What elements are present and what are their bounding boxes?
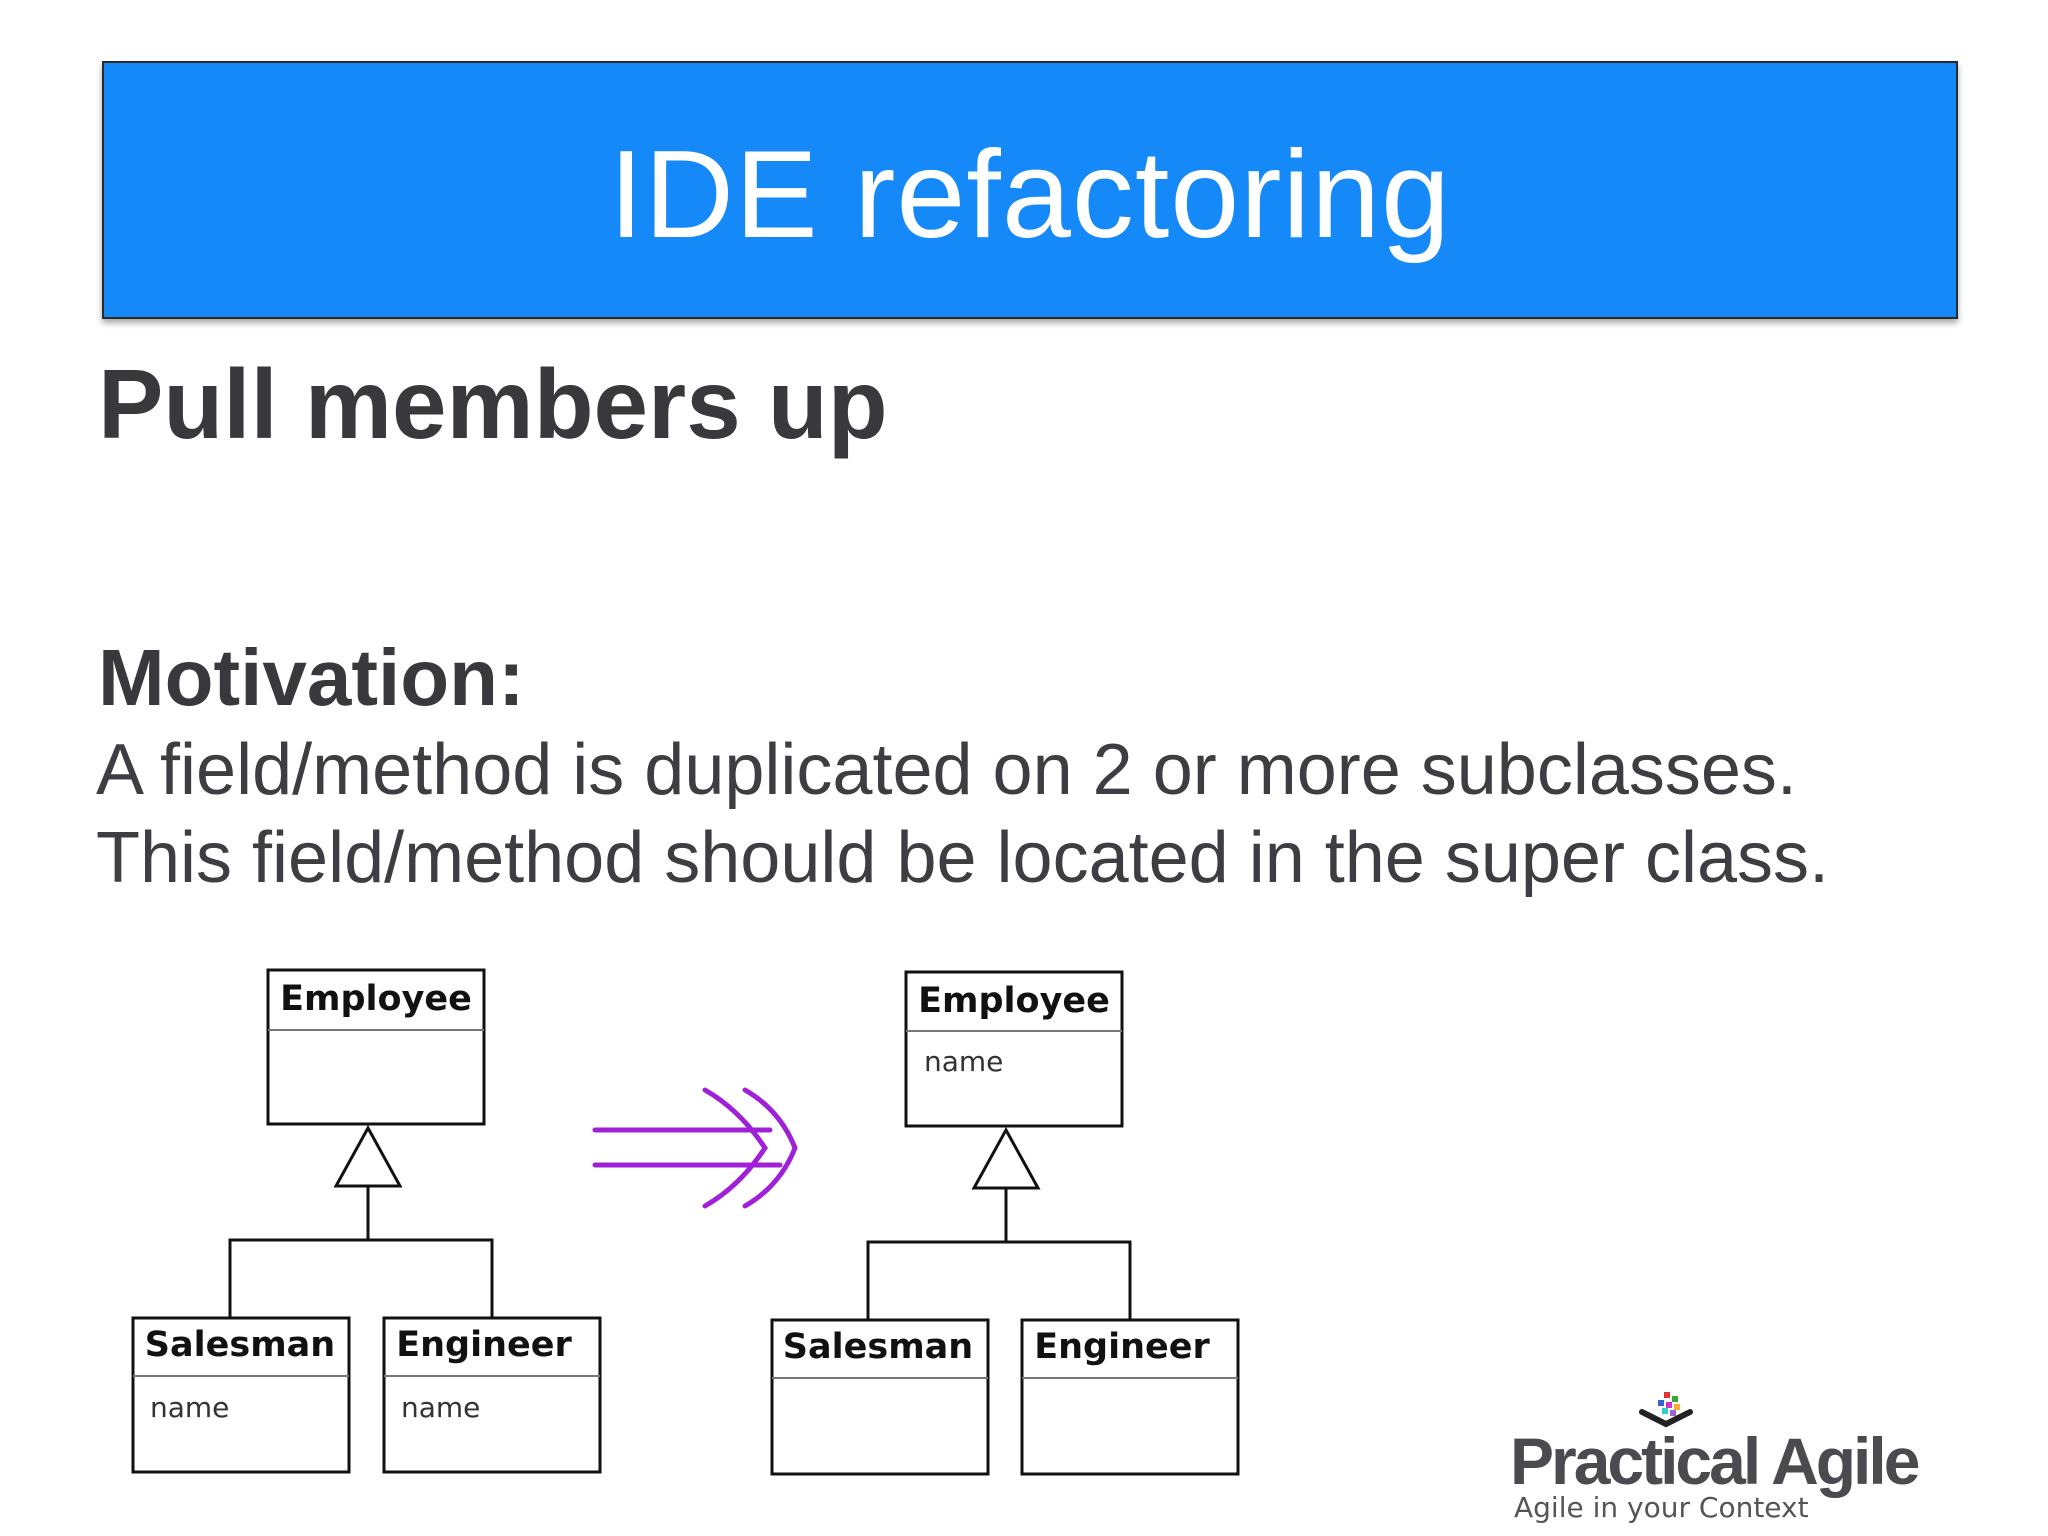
practical-agile-logo: Practical Agile Agile in your Context: [1510, 1390, 1930, 1530]
after-subclass-engineer: Engineer: [1020, 1318, 1240, 1476]
before-engineer-name: Engineer: [396, 1325, 572, 1365]
before-engineer-attribute: name: [401, 1391, 480, 1424]
logo-tagline: Agile in your Context: [1514, 1491, 1809, 1524]
logo-name: Practical Agile: [1510, 1424, 1920, 1498]
after-inheritance-connector: [866, 1126, 1132, 1320]
after-salesman-name: Salesman: [783, 1327, 973, 1367]
before-superclass-box: Employee: [266, 968, 486, 1126]
motivation-heading: Motivation:: [98, 633, 525, 722]
logo-figure-icon: [1639, 1392, 1693, 1428]
before-salesman-name: Salesman: [145, 1325, 335, 1365]
before-subclass-engineer: Engineer name: [382, 1316, 602, 1474]
motivation-line-2: This field/method should be located in t…: [96, 818, 1829, 898]
before-superclass-name: Employee: [280, 979, 472, 1019]
slide-subtitle: Pull members up: [98, 349, 888, 459]
title-banner: IDE refactoring: [102, 61, 1958, 319]
after-superclass-name: Employee: [918, 981, 1110, 1021]
after-superclass-attribute: name: [924, 1045, 1003, 1078]
before-salesman-attribute: name: [150, 1391, 229, 1424]
motivation-line-1: A field/method is duplicated on 2 or mor…: [96, 730, 1797, 810]
after-subclass-salesman: Salesman: [770, 1318, 990, 1476]
after-superclass-box: Employee name: [904, 970, 1124, 1128]
before-inheritance-connector: [228, 1124, 494, 1318]
slide-title: IDE refactoring: [608, 126, 1451, 264]
after-engineer-name: Engineer: [1034, 1327, 1210, 1367]
before-subclass-salesman: Salesman name: [131, 1316, 351, 1474]
transform-arrow: [592, 1087, 798, 1209]
